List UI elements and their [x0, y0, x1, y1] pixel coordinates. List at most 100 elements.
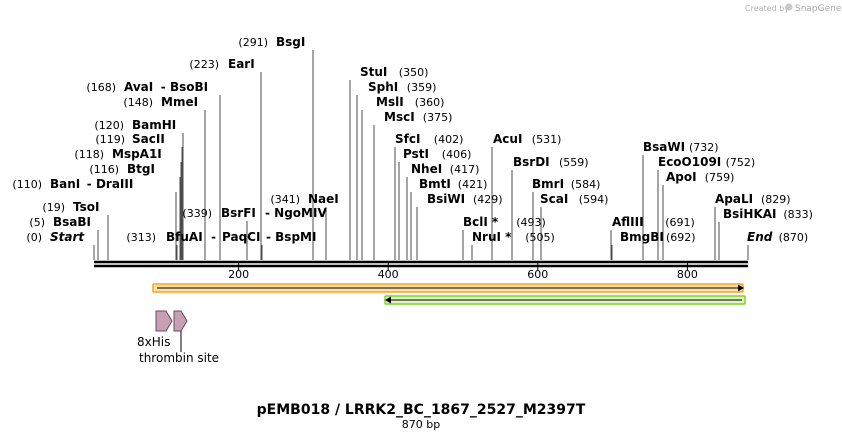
- site-bsrfi-partner: - NgoMIV: [265, 206, 327, 220]
- site-bsihkai-name: BsiHKAI: [723, 207, 777, 221]
- site-bsgi-name: BsgI: [276, 35, 305, 49]
- site-bcli-position: (493): [516, 216, 546, 229]
- site-bsgi-position: (291): [238, 36, 268, 49]
- site-sphi-name: SphI: [368, 80, 398, 94]
- site-psti-position: (406): [442, 148, 472, 161]
- site-sfci-name: SfcI: [395, 132, 420, 146]
- site-scai-name: ScaI: [540, 192, 568, 206]
- site-bamhi-name: BamHI: [132, 118, 176, 132]
- site-bsrfi-position: (339): [182, 207, 212, 220]
- site-acui-position: (531): [532, 133, 562, 146]
- site-bsihkai-position: (833): [783, 208, 813, 221]
- site-apoi-position: (759): [705, 171, 735, 184]
- site-bmri-position: (584): [571, 178, 601, 191]
- sequence-title: pEMB018 / LRRK2_BC_1867_2527_M2397T: [257, 402, 586, 418]
- site-nrui-name: NruI *: [472, 230, 512, 244]
- site-paqci-partner: - BspMI: [266, 230, 316, 244]
- feature-label-8xhis: 8xHis: [137, 335, 170, 349]
- credit-created-by: Created by: [745, 4, 789, 13]
- sequence-length: 870 bp: [402, 418, 440, 431]
- site-naei-position: (341): [270, 193, 300, 206]
- site-sacii-name: SacII: [132, 132, 165, 146]
- site-ecoo109i-name: EcoO109I: [658, 155, 721, 169]
- site-bmti-name: BmtI: [419, 177, 451, 191]
- site-paqci-prefix: -: [211, 230, 216, 244]
- site-avai-position: (168): [86, 81, 116, 94]
- dna-backbone: [94, 260, 748, 268]
- site-apali-name: ApaLI: [715, 192, 753, 206]
- site-bsawi-name: BsaWI: [643, 140, 685, 154]
- site-bcli-name: BclI *: [463, 215, 499, 229]
- feature-8xhis-arrow: [155, 310, 173, 332]
- site-bsabi-position: (5): [29, 216, 45, 229]
- site-avai-partner: - BsoBI: [161, 80, 208, 94]
- site-btgi-position: (116): [89, 163, 119, 176]
- site-mmei-position: (148): [123, 96, 153, 109]
- site-mspa1i-name: MspA1I: [112, 147, 162, 161]
- site-acui-name: AcuI: [493, 132, 522, 146]
- site-sphi-position: (359): [407, 81, 437, 94]
- site-afliii-position: (691): [665, 216, 695, 229]
- site-bmri-name: BmrI: [532, 177, 564, 191]
- site-bsrdi-position: (559): [559, 156, 589, 169]
- site-paqci-name: PaqCI: [222, 230, 260, 244]
- credit-brand: SnapGene: [795, 4, 842, 14]
- site-scai-position: (594): [579, 193, 609, 206]
- site-ecoo109i-position: (752): [726, 156, 756, 169]
- site-bfuai-position: (313): [126, 231, 156, 244]
- site-avai-name: AvaI: [124, 80, 153, 94]
- snapgene-logo-icon: [785, 3, 793, 11]
- site-mmei-name: MmeI: [161, 95, 198, 109]
- site-tsoi-name: TsoI: [73, 200, 99, 214]
- site-nhei-position: (417): [450, 163, 480, 176]
- tick-label-800: 800: [677, 268, 698, 281]
- site-start-name: Start: [50, 230, 85, 244]
- site-bsrfi-name: BsrFI: [221, 206, 256, 220]
- tick-label-600: 600: [527, 268, 548, 281]
- site-psti-name: PstI: [403, 147, 429, 161]
- feature-orange-arrowhead: [738, 284, 744, 292]
- site-naei-name: NaeI: [308, 192, 339, 206]
- site-bamhi-position: (120): [94, 119, 124, 132]
- site-eari-position: (223): [189, 58, 219, 71]
- site-bmgbi-name: BmgBI: [620, 230, 664, 244]
- site-sacii-position: (119): [95, 133, 125, 146]
- feature-green-arrowhead: [385, 296, 391, 304]
- site-stui-name: StuI: [360, 65, 387, 79]
- site-apali-position: (829): [761, 193, 791, 206]
- site-bmti-position: (421): [458, 178, 488, 191]
- feature-label-thrombin: thrombin site: [139, 351, 219, 365]
- tick-label-400: 400: [378, 268, 399, 281]
- site-bsawi-position: (732): [689, 141, 719, 154]
- site-tsoi-position: (19): [42, 201, 65, 214]
- site-nrui-position: (505): [525, 231, 555, 244]
- site-bani-name: BanI: [50, 177, 80, 191]
- site-nhei-name: NheI: [411, 162, 442, 176]
- site-msli-name: MslI: [376, 95, 404, 109]
- tick-label-200: 200: [228, 268, 249, 281]
- cut-site-lines: [93, 50, 749, 260]
- site-bsiwi-position: (429): [473, 193, 503, 206]
- site-msli-position: (360): [415, 96, 445, 109]
- site-end-position: (870): [779, 231, 809, 244]
- site-btgi-name: BtgI: [127, 162, 155, 176]
- site-msci-name: MscI: [384, 110, 415, 124]
- site-eari-name: EarI: [228, 57, 255, 71]
- feature-track: [152, 283, 746, 332]
- site-apoi-name: ApoI: [666, 170, 697, 184]
- feature-thrombin-arrow: [173, 310, 188, 332]
- site-bsiwi-name: BsiWI: [427, 192, 465, 206]
- site-bani-partner: - DraIII: [87, 177, 134, 191]
- site-sfci-position: (402): [434, 133, 464, 146]
- site-mspa1i-position: (118): [74, 148, 104, 161]
- site-stui-position: (350): [399, 66, 429, 79]
- site-bani-position: (110): [12, 178, 42, 191]
- ruler-ticks: 200 400 600 800: [228, 262, 698, 281]
- site-afliii-name: AflIII: [612, 215, 644, 229]
- site-msci-position: (375): [423, 111, 453, 124]
- site-bsabi-name: BsaBI: [53, 215, 91, 229]
- site-bsrdi-name: BsrDI: [513, 155, 550, 169]
- site-end-name: End: [747, 230, 773, 244]
